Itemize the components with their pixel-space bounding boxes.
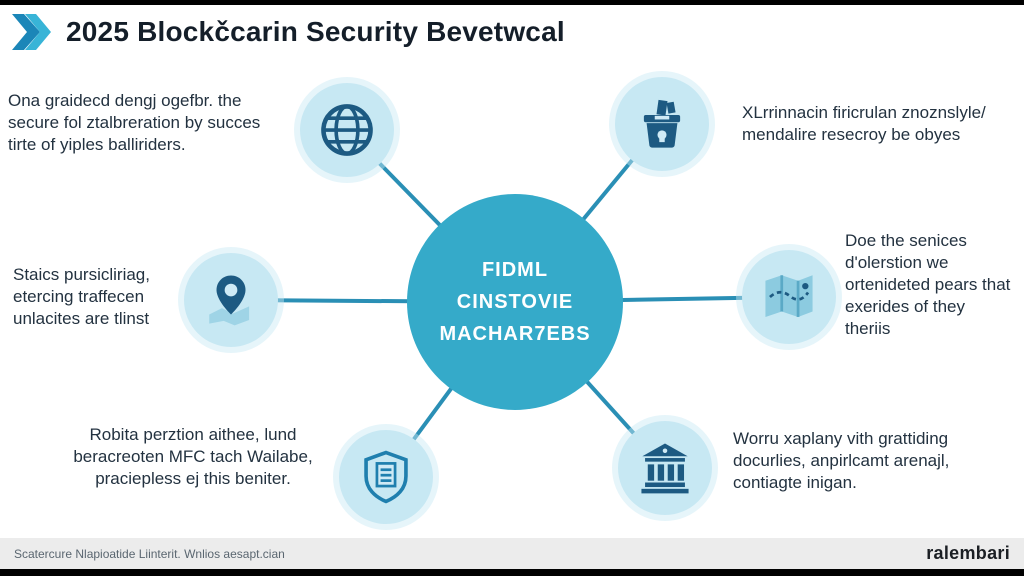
page-title: 2025 Blockčcarin Security Bevetwcal — [66, 16, 565, 47]
label-bottom-right: Worru xaplany vith grattiding docurlies,… — [733, 429, 950, 492]
hub-label-line3: MACHAR7EBS — [439, 322, 591, 345]
label-top-left: Ona graidecd dengj ogefbr. the secure fo… — [8, 91, 261, 154]
brand-logo: ralembari — [926, 543, 1010, 563]
bottom-letterbox-bar — [0, 569, 1024, 576]
node-top-right — [615, 77, 709, 171]
label-mid-right: Doe the senices d'olerstion we ortenidet… — [845, 231, 1011, 338]
node-bottom-left — [339, 430, 433, 524]
node-top-left — [300, 83, 394, 177]
shield-document-icon — [364, 450, 408, 504]
source-note: Scatercure Nlapioatide Liinterit. Wnlios… — [14, 546, 285, 561]
node-mid-right — [742, 250, 836, 344]
top-letterbox-bar — [0, 0, 1024, 5]
bank-building-icon — [641, 443, 689, 494]
map-pin-icon — [209, 275, 250, 326]
header: 2025 Blockčcarin Security Bevetwcal — [10, 12, 565, 52]
footer-bar: Scatercure Nlapioatide Liinterit. Wnlios… — [0, 538, 1024, 569]
label-top-right: XLrrinnacin firicrulan znoznslyle/ menda… — [742, 103, 986, 144]
folded-map-icon — [765, 275, 813, 317]
ballot-box-icon — [643, 99, 681, 148]
node-bottom-right — [618, 421, 712, 515]
globe-grid-icon — [321, 104, 373, 156]
label-mid-left: Staics pursicliriag, etercing traffecen … — [13, 265, 150, 328]
hub-label-line1: FIDML — [481, 258, 549, 281]
double-chevron-icon — [12, 14, 51, 50]
label-bottom-left: Robita perztion aithee, lund beracreoten… — [73, 425, 313, 488]
node-mid-left — [184, 253, 278, 347]
hub-label-line2: CINSTOVIE — [456, 290, 574, 313]
central-hub-circle: FIDML CINSTOVIE MACHAR7EBS — [407, 194, 623, 410]
